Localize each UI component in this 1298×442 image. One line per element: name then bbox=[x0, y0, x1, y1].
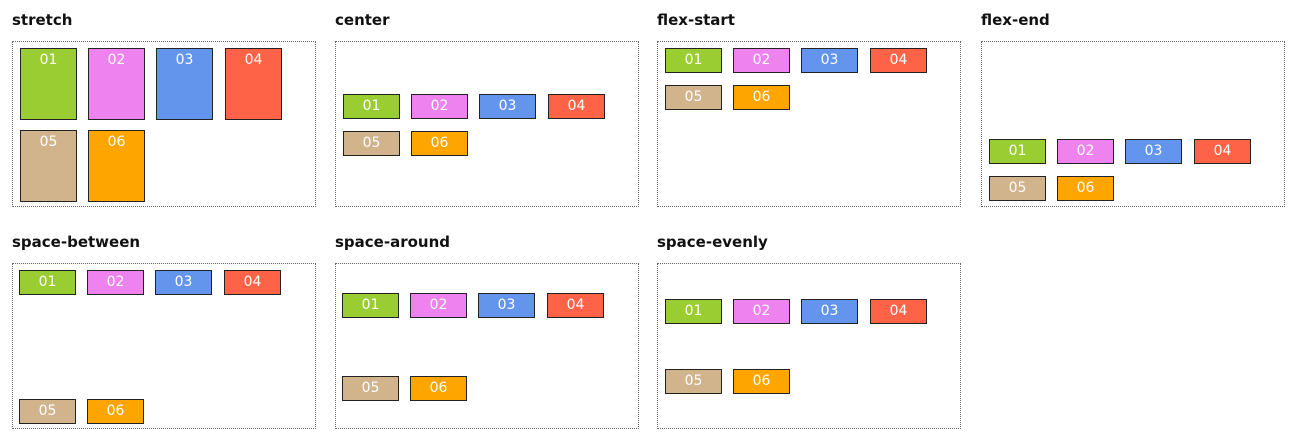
flex-container: 01 02 03 04 05 06 bbox=[12, 41, 316, 207]
flex-item-05: 05 bbox=[989, 176, 1046, 201]
flex-item-04: 04 bbox=[1194, 139, 1251, 164]
flex-item-03: 03 bbox=[1125, 139, 1182, 164]
flex-item-02: 02 bbox=[87, 270, 144, 295]
flex-item-01: 01 bbox=[665, 299, 722, 324]
flex-container: 01 02 03 04 05 06 bbox=[335, 263, 639, 429]
flex-item-03: 03 bbox=[479, 94, 536, 119]
flex-item-03: 03 bbox=[801, 48, 858, 73]
flex-item-02: 02 bbox=[733, 299, 790, 324]
flex-item-01: 01 bbox=[989, 139, 1046, 164]
flex-item-03: 03 bbox=[156, 48, 213, 120]
flex-item-03: 03 bbox=[155, 270, 212, 295]
flex-item-06: 06 bbox=[410, 376, 467, 401]
flex-container: 01 02 03 04 05 06 bbox=[981, 41, 1285, 207]
flex-item-06: 06 bbox=[733, 369, 790, 394]
flex-item-02: 02 bbox=[733, 48, 790, 73]
flex-item-04: 04 bbox=[870, 299, 927, 324]
flex-item-02: 02 bbox=[411, 94, 468, 119]
flex-container: 01 02 03 04 05 06 bbox=[12, 263, 316, 429]
flex-item-04: 04 bbox=[547, 293, 604, 318]
flex-item-06: 06 bbox=[733, 85, 790, 110]
flex-item-05: 05 bbox=[665, 369, 722, 394]
panel-title: space-evenly bbox=[657, 233, 768, 251]
flex-item-03: 03 bbox=[478, 293, 535, 318]
flex-item-04: 04 bbox=[224, 270, 281, 295]
flex-item-02: 02 bbox=[1057, 139, 1114, 164]
flex-item-02: 02 bbox=[410, 293, 467, 318]
flex-item-05: 05 bbox=[343, 131, 400, 156]
panel-title: flex-start bbox=[657, 11, 735, 29]
panel-title: flex-end bbox=[981, 11, 1050, 29]
flex-item-05: 05 bbox=[19, 399, 76, 424]
flex-item-06: 06 bbox=[87, 399, 144, 424]
flex-container: 01 02 03 04 05 06 bbox=[335, 41, 639, 207]
panel-title: center bbox=[335, 11, 390, 29]
flex-item-05: 05 bbox=[665, 85, 722, 110]
flex-item-01: 01 bbox=[20, 48, 77, 120]
flex-item-06: 06 bbox=[88, 130, 145, 202]
flex-item-01: 01 bbox=[19, 270, 76, 295]
flex-item-03: 03 bbox=[801, 299, 858, 324]
flex-item-05: 05 bbox=[20, 130, 77, 202]
flex-item-04: 04 bbox=[870, 48, 927, 73]
flex-item-01: 01 bbox=[343, 94, 400, 119]
flex-item-01: 01 bbox=[342, 293, 399, 318]
flex-item-02: 02 bbox=[88, 48, 145, 120]
flex-container: 01 02 03 04 05 06 bbox=[657, 41, 961, 207]
panel-title: space-around bbox=[335, 233, 450, 251]
flex-item-06: 06 bbox=[1057, 176, 1114, 201]
panel-title: stretch bbox=[12, 11, 73, 29]
flex-container: 01 02 03 04 05 06 bbox=[657, 263, 961, 429]
flex-item-06: 06 bbox=[411, 131, 468, 156]
flex-item-04: 04 bbox=[225, 48, 282, 120]
panel-title: space-between bbox=[12, 233, 141, 251]
flex-item-01: 01 bbox=[665, 48, 722, 73]
flex-item-05: 05 bbox=[342, 376, 399, 401]
flex-item-04: 04 bbox=[548, 94, 605, 119]
